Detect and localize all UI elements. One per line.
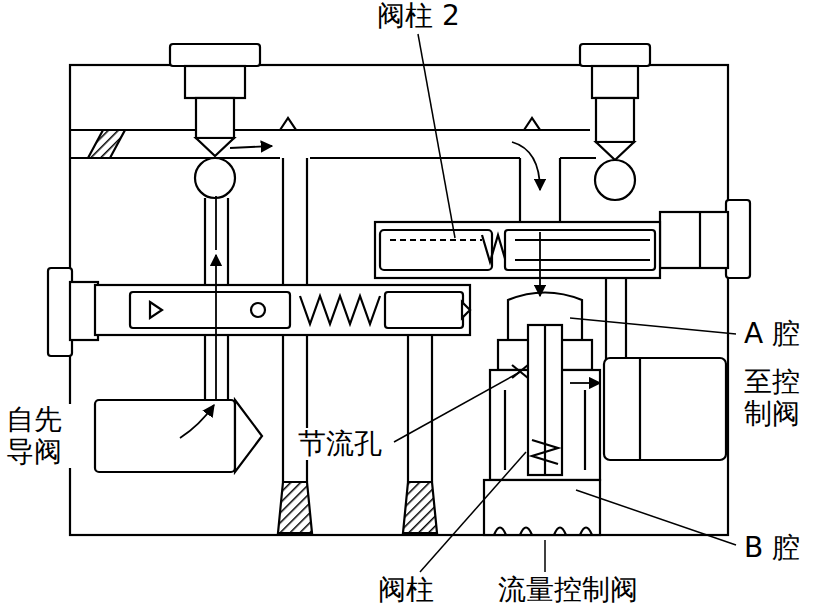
part-label: A 腔 bbox=[742, 318, 802, 350]
part-label: 阀柱 bbox=[376, 574, 436, 606]
part-label: B 腔 bbox=[742, 532, 802, 564]
leader-line bbox=[394, 34, 736, 572]
part-label: 节流孔 bbox=[296, 428, 384, 460]
part-label: 至控 制阀 bbox=[742, 366, 810, 430]
valve-body bbox=[48, 44, 750, 535]
part-label: 自先 导阀 bbox=[4, 404, 72, 468]
part-label: 阀柱 2 bbox=[375, 0, 462, 32]
part-label: 流量控制阀 bbox=[496, 574, 640, 606]
flow-arrow bbox=[180, 142, 600, 438]
